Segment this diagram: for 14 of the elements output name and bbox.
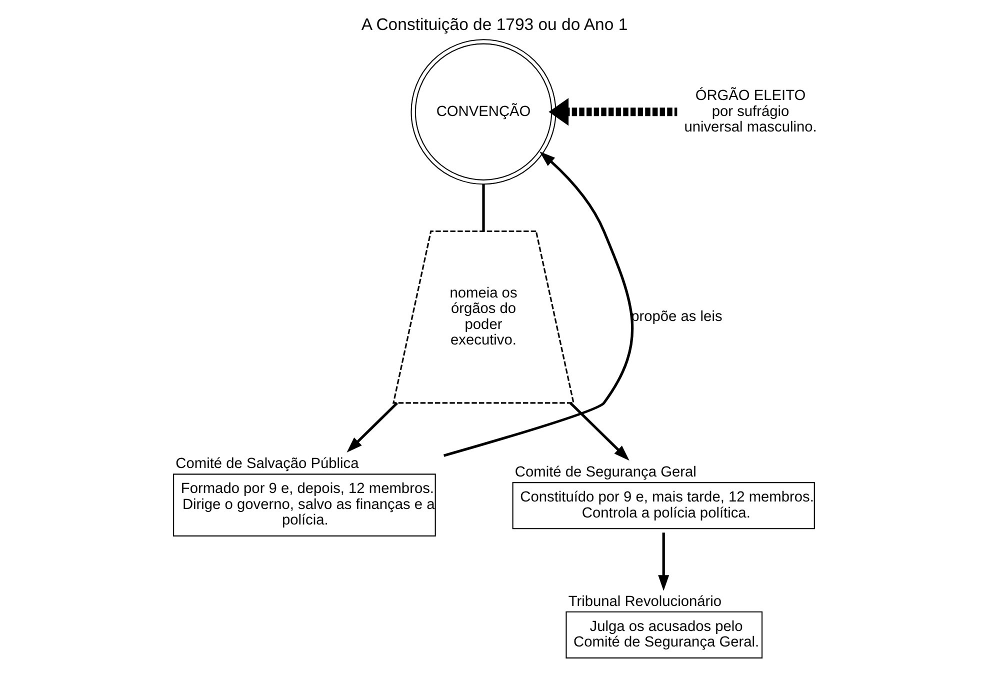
node-text: ÓRGÃO ELEITO por sufrágio universal masculino. — [684, 88, 816, 136]
node-label: Tribunal Revolucionário — [568, 594, 722, 610]
arrow — [346, 402, 398, 453]
arrow — [568, 402, 629, 461]
connector — [482, 184, 484, 231]
node-box: Julga os acusados pelo Comité de Segurança Geral. — [565, 611, 762, 658]
arrow — [658, 532, 669, 591]
node-box: Constituído por 9 e, mais tarde, 12 membros. Controla a polícia política. — [512, 482, 814, 530]
node-label: Comité de Salvação Pública — [175, 456, 358, 472]
arrow — [548, 98, 677, 126]
arrow — [442, 152, 634, 457]
node-label: Comité de Segurança Geral — [514, 464, 696, 480]
node-box: Formado por 9 e, depois, 12 membros. Dirige o governo, salvo as finanças e a polícia. — [172, 474, 436, 536]
diagram-title: A Constituição de 1793 ou do Ano 1 — [360, 14, 628, 34]
